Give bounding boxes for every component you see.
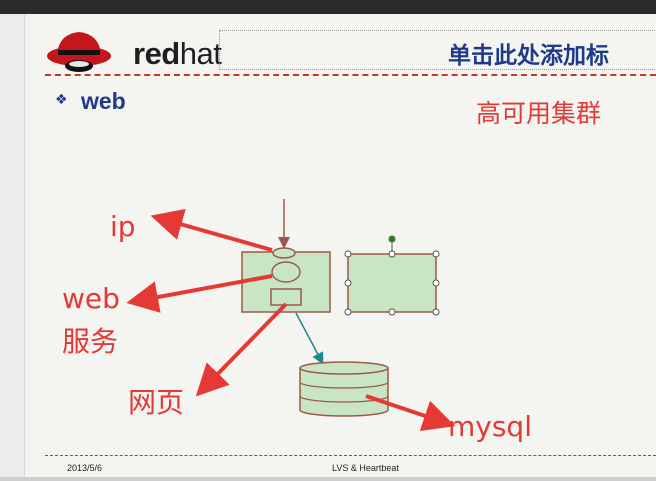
logo-hat-text: hat xyxy=(179,36,222,71)
slide-canvas[interactable]: redhat 单击此处添加标 ❖ web 高可用集群 2013/5/6 LVS … xyxy=(25,14,656,481)
window-bottom-edge xyxy=(0,477,656,481)
shadowman-icon xyxy=(47,32,111,72)
footer-title: LVS & Heartbeat xyxy=(332,463,399,473)
annotation-mysql: mysql xyxy=(448,410,532,443)
slide-title: 单击此处添加标 xyxy=(448,42,609,69)
redhat-logo: redhat xyxy=(45,26,235,74)
logo-wordmark: redhat xyxy=(133,36,222,72)
bullet-icon: ❖ xyxy=(55,92,68,108)
footer-divider xyxy=(45,455,656,456)
annotation-service: 服务 xyxy=(62,325,119,358)
slide-panel-edge xyxy=(0,14,25,481)
annotation-web: web xyxy=(62,282,120,315)
footer-date: 2013/5/6 xyxy=(67,463,103,473)
bullet-web-text[interactable]: web xyxy=(81,88,126,114)
title-placeholder[interactable]: 单击此处添加标 xyxy=(219,30,656,70)
ha-cluster-label[interactable]: 高可用集群 xyxy=(476,99,602,128)
title-divider xyxy=(45,74,656,76)
logo-red-text: red xyxy=(133,36,180,71)
annotation-webpage: 网页 xyxy=(128,386,185,419)
window-top-bar xyxy=(0,0,656,14)
annotation-ip: ip xyxy=(110,210,136,243)
